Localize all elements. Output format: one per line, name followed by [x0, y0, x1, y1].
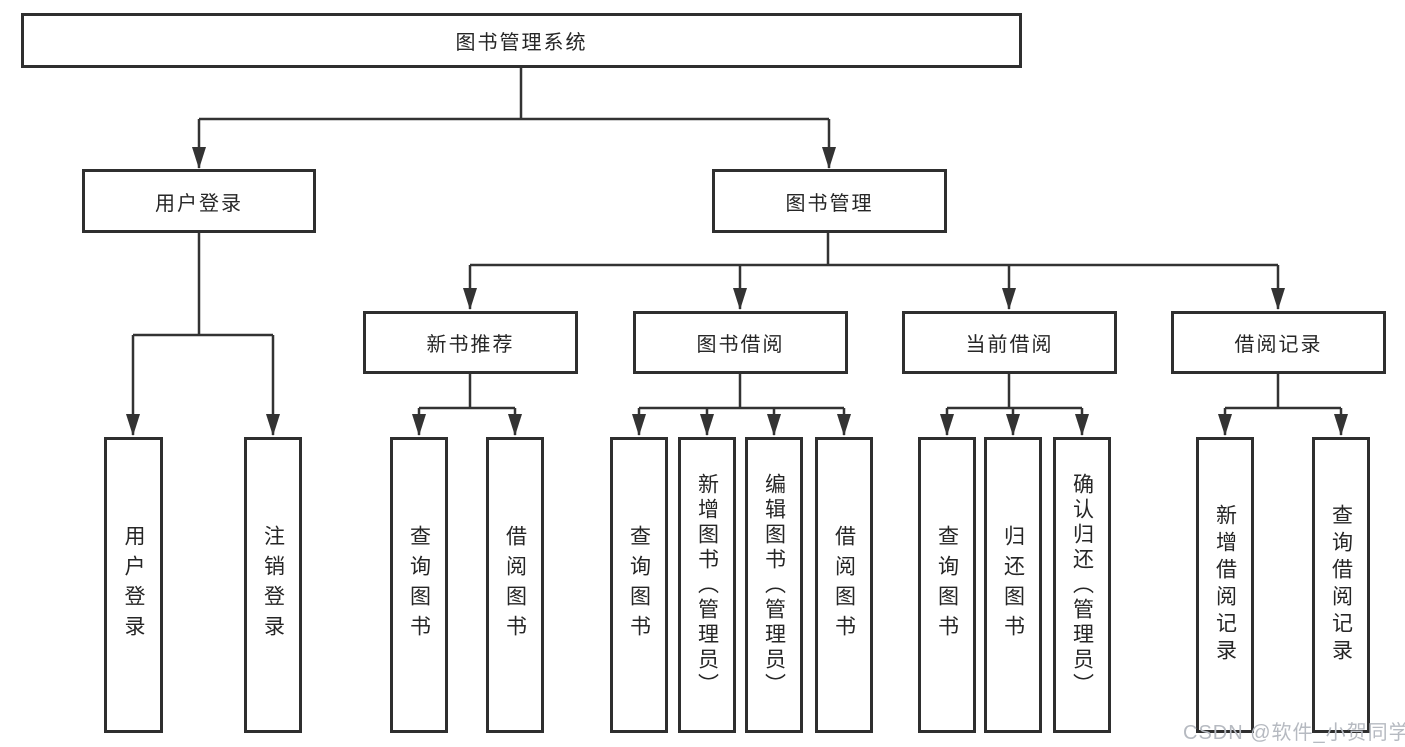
leaf-current-return-books-label: 归还图书: [1001, 525, 1025, 645]
leaf-recommend-borrow-books: 借阅图书: [486, 437, 544, 733]
leaf-user-login-label: 用户登录: [122, 525, 145, 645]
leaf-current-query-books-label: 查询图书: [935, 525, 959, 645]
node-book-management: 图书管理: [712, 169, 947, 233]
leaf-current-return-books: 归还图书: [984, 437, 1042, 733]
node-new-book-recommend: 新书推荐: [363, 311, 578, 374]
leaf-recommend-borrow-books-label: 借阅图书: [503, 525, 527, 645]
leaf-borrowing-borrow-books-label: 借阅图书: [832, 525, 856, 645]
leaf-borrowing-query-books-label: 查询图书: [627, 525, 651, 645]
leaf-records-add-record-label: 新增借阅记录: [1213, 504, 1237, 666]
node-book-borrowing-label: 图书借阅: [696, 334, 785, 356]
node-current-borrowing: 当前借阅: [902, 311, 1117, 374]
leaf-current-confirm-return-admin: 确认归还（管理员）: [1053, 437, 1111, 733]
leaf-records-query-record: 查询借阅记录: [1312, 437, 1370, 733]
leaf-borrowing-edit-books-admin: 编辑图书（管理员）: [745, 437, 803, 733]
leaf-recommend-query-books: 查询图书: [390, 437, 448, 733]
leaf-borrowing-add-books-admin: 新增图书（管理员）: [678, 437, 736, 733]
leaf-borrowing-edit-books-admin-label: 编辑图书（管理员）: [762, 472, 786, 698]
node-book-borrowing: 图书借阅: [633, 311, 848, 374]
leaf-records-add-record: 新增借阅记录: [1196, 437, 1254, 733]
node-new-book-recommend-label: 新书推荐: [426, 334, 515, 356]
node-current-borrowing-label: 当前借阅: [965, 334, 1054, 356]
node-root: 图书管理系统: [21, 13, 1022, 68]
node-user-login-label: 用户登录: [155, 192, 243, 215]
leaf-user-login: 用户登录: [104, 437, 163, 733]
node-user-login: 用户登录: [82, 169, 316, 233]
watermark: CSDN @软件_小贺同学: [1183, 722, 1405, 744]
leaf-current-query-books: 查询图书: [918, 437, 976, 733]
leaf-current-confirm-return-admin-label: 确认归还（管理员）: [1070, 472, 1094, 698]
leaf-borrowing-add-books-admin-label: 新增图书（管理员）: [695, 472, 719, 698]
leaf-logout-label: 注销登录: [261, 525, 285, 645]
leaf-borrowing-borrow-books: 借阅图书: [815, 437, 873, 733]
leaf-logout: 注销登录: [244, 437, 302, 733]
node-root-label: 图书管理系统: [455, 32, 588, 54]
leaf-recommend-query-books-label: 查询图书: [407, 525, 431, 645]
node-borrowing-records-label: 借阅记录: [1234, 334, 1323, 356]
node-borrowing-records: 借阅记录: [1171, 311, 1386, 374]
leaf-borrowing-query-books: 查询图书: [610, 437, 668, 733]
leaf-records-query-record-label: 查询借阅记录: [1329, 504, 1353, 666]
node-book-management-label: 图书管理: [785, 192, 874, 215]
